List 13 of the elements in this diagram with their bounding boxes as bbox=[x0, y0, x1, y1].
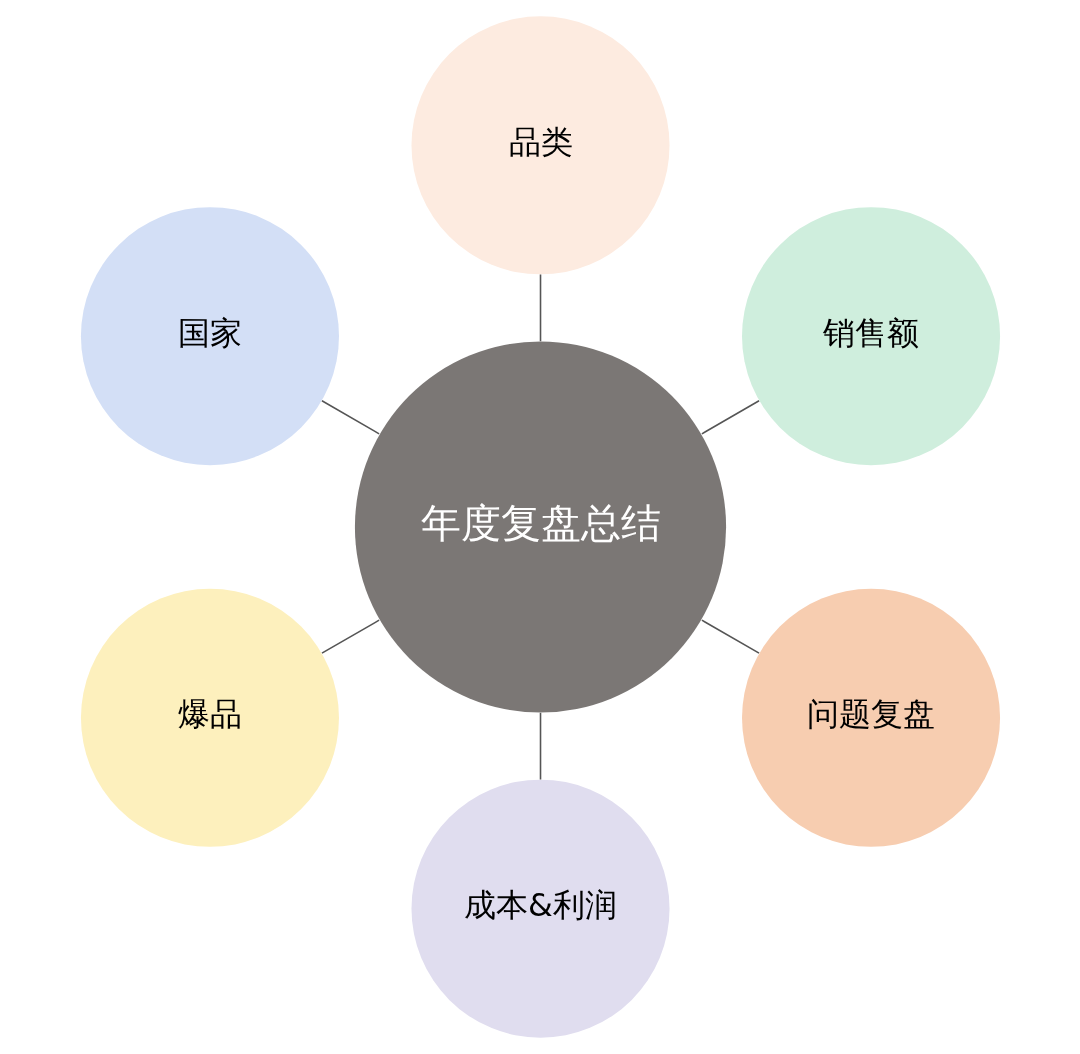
node-circle: 爆品 bbox=[80, 588, 339, 847]
connector bbox=[539, 712, 541, 781]
node-circle: 国家 bbox=[80, 207, 339, 466]
node-circle: 年度复盘总结 bbox=[354, 341, 726, 713]
connector bbox=[539, 273, 541, 342]
connector bbox=[320, 619, 380, 654]
connector bbox=[320, 400, 380, 435]
connector bbox=[700, 400, 760, 435]
node-circle: 问题复盘 bbox=[741, 588, 1000, 847]
node-circle: 成本&利润 bbox=[411, 779, 670, 1038]
node-circle: 销售额 bbox=[741, 207, 1000, 466]
node-circle: 品类 bbox=[411, 16, 670, 275]
connector bbox=[700, 619, 760, 654]
